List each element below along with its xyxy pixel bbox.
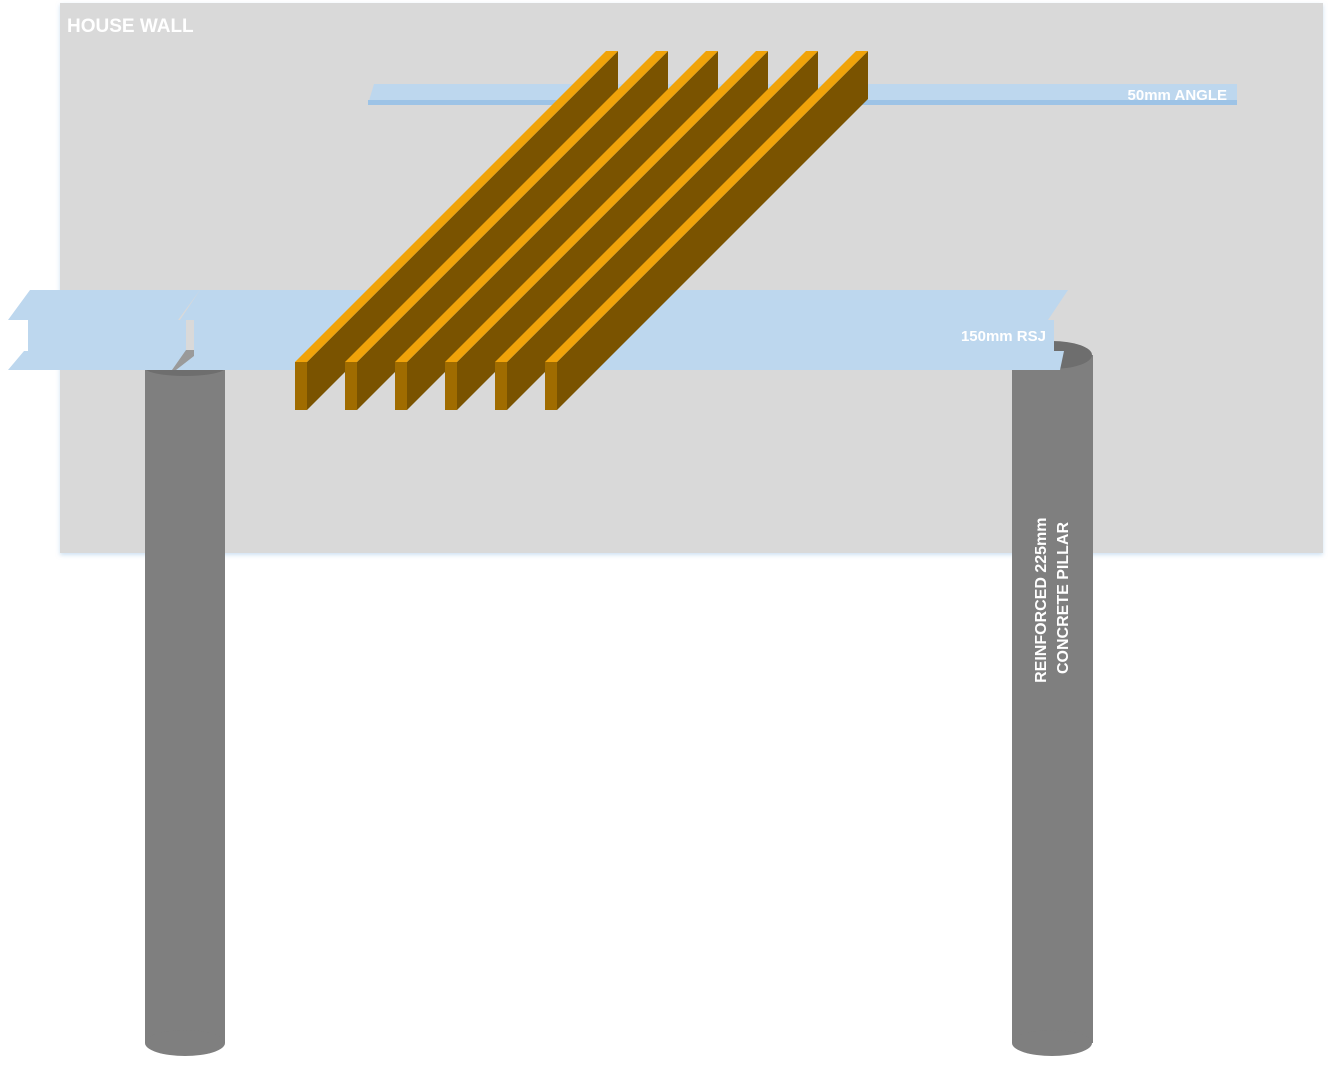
timber-joist-end — [545, 362, 557, 410]
timber-joist-end — [445, 362, 457, 410]
timber-joist-top — [545, 51, 868, 362]
rsj-left-bottom-flange — [8, 351, 194, 370]
concrete-pillars: REINFORCED 225mm CONCRETE PILLAR — [145, 341, 1093, 1056]
timber-joist-side — [357, 51, 668, 410]
rsj-main-end-shade — [172, 350, 194, 370]
timber-joist-top — [495, 51, 818, 362]
timber-joist-top — [295, 51, 618, 362]
timber-joist-end — [345, 362, 357, 410]
timber-joist-side — [307, 51, 618, 410]
pillar-left-body — [145, 368, 225, 1043]
timber-joist — [345, 51, 668, 410]
timber-joist — [495, 51, 818, 410]
pillar-right-base — [1012, 1030, 1092, 1056]
timber-joist-top — [445, 51, 768, 362]
timber-joist-end — [295, 362, 307, 410]
timber-joist — [545, 51, 868, 410]
pillar-left — [145, 360, 225, 1056]
timber-joists — [295, 51, 868, 410]
rsj-label: 150mm RSJ — [961, 328, 1046, 345]
pillar-label-line2: CONCRETE PILLAR — [1055, 522, 1072, 674]
pillar-label-line1: REINFORCED 225mm — [1033, 518, 1050, 683]
pillar-label: REINFORCED 225mm CONCRETE PILLAR — [1033, 513, 1072, 683]
rsj-left — [8, 290, 200, 370]
house-wall-label: HOUSE WALL — [67, 16, 194, 37]
timber-joist — [445, 51, 768, 410]
rsj-left-top-flange — [8, 290, 200, 320]
timber-joist-side — [557, 51, 868, 410]
timber-joist-side — [407, 51, 718, 410]
pillar-right-body — [1012, 355, 1093, 1043]
timber-joist-top — [345, 51, 668, 362]
timber-joist — [395, 51, 718, 410]
pillar-left-base — [145, 1030, 225, 1056]
timber-joist-end — [395, 362, 407, 410]
angle-label: 50mm ANGLE — [1128, 87, 1227, 104]
pillar-right — [1012, 341, 1093, 1056]
timber-joist-side — [457, 51, 768, 410]
timber-joist-end — [495, 362, 507, 410]
rsj-left-web — [28, 320, 186, 356]
timber-joist-top — [395, 51, 718, 362]
timber-joist — [295, 51, 618, 410]
timber-joist-side — [507, 51, 818, 410]
